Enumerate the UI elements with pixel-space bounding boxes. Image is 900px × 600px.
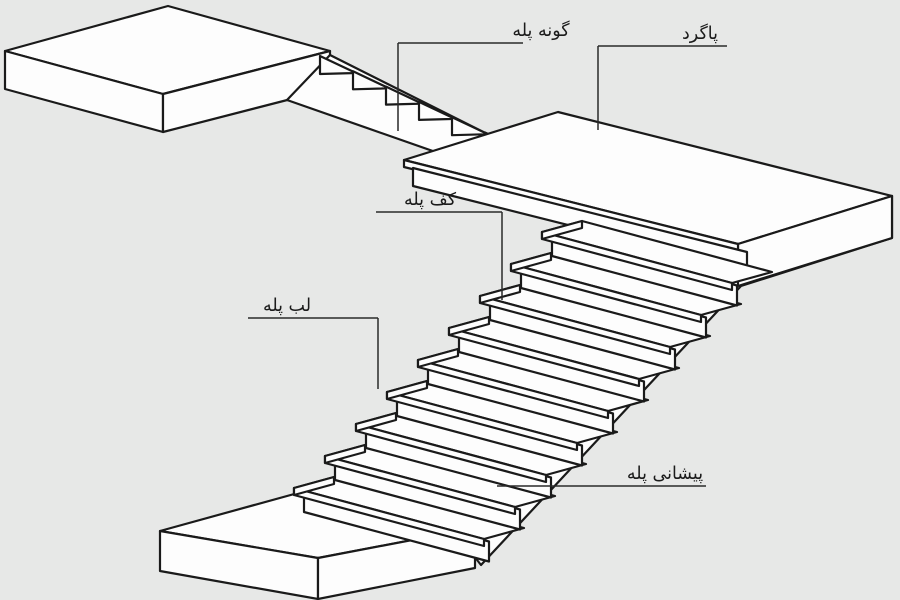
step-tread-end (323, 443, 367, 465)
step-tread-end (447, 315, 491, 337)
step-profile-tooth (318, 54, 358, 76)
tread-label: کف پله (403, 189, 457, 210)
stringer-leader-line (397, 42, 523, 131)
lower-flight-steps (292, 219, 774, 563)
stringer-label: گونه پله (512, 20, 570, 41)
step-tread-end (509, 251, 553, 273)
landing-label: پاگرد (682, 23, 718, 44)
step-profile-tooth (384, 85, 424, 106)
step-profile-tooth (450, 116, 490, 137)
step-tread-end (385, 379, 429, 401)
step-tread-end (540, 219, 584, 241)
leader-lines (248, 42, 727, 487)
nosing-label: لب پله (262, 295, 312, 316)
step-profile-tooth (351, 70, 391, 91)
upper-landing-slab (3, 4, 332, 134)
step-tread-end (478, 283, 522, 305)
nosing-leader-line (248, 317, 379, 389)
step-tread-end (292, 475, 336, 497)
landing-leader-line (597, 45, 727, 130)
riser-label: پیشانی پله (626, 463, 704, 484)
step-tread-end (416, 347, 460, 369)
step-profile-tooth (417, 100, 457, 122)
step-tread-end (354, 411, 398, 433)
base-slab (158, 486, 477, 600)
tread-leader-line (376, 211, 503, 300)
